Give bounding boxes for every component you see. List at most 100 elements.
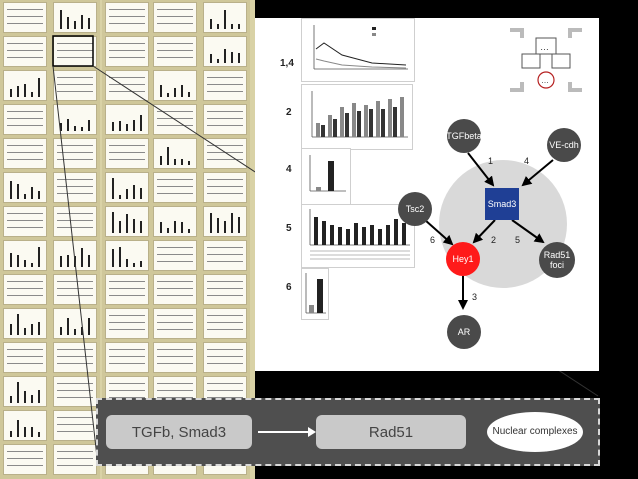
thumbnail-line	[109, 152, 145, 153]
thumbnail-line	[157, 186, 193, 187]
thumbnail-bar	[31, 427, 33, 437]
thumbnail-bar	[38, 432, 40, 437]
thumbnail-line	[207, 186, 243, 187]
thumbnail-line	[109, 43, 145, 44]
thumbnail-line	[207, 315, 243, 316]
thumbnail-line	[57, 50, 93, 51]
thumbnail-bar	[67, 318, 69, 335]
thumbnail-line	[57, 451, 93, 452]
figure-thumbnail	[3, 376, 47, 407]
thumbnail-line	[109, 329, 145, 330]
thumbnail-bar	[224, 221, 226, 233]
row-label-2: 2	[286, 107, 292, 118]
node-hey1: Hey1	[446, 242, 480, 276]
thumbnail-line	[157, 118, 193, 119]
figure-thumbnail	[3, 172, 47, 203]
thumbnail-bar	[140, 261, 142, 267]
figure-thumbnail	[3, 444, 47, 475]
edge-label-1: 1	[488, 156, 494, 166]
mini-small-bar-plot	[309, 155, 346, 192]
thumbnail-bar	[10, 181, 12, 199]
thumbnail-bar	[31, 324, 33, 335]
thumbnail-bar	[67, 255, 69, 267]
figure-thumbnail	[53, 342, 97, 373]
thumbnail-line	[157, 50, 193, 51]
figure-thumbnail	[153, 240, 197, 271]
thumbnail-bar	[238, 24, 240, 29]
node-vecdh: VE-cdh	[547, 128, 581, 162]
thumbnail-bar	[24, 260, 26, 267]
figure-thumbnail	[53, 104, 97, 135]
thumbnail-line	[109, 77, 145, 78]
thumbnail-line	[207, 281, 243, 282]
thumbnail-line	[109, 295, 145, 296]
figure-thumbnail	[3, 274, 47, 305]
thumbnail-line	[207, 254, 243, 255]
thumbnail-line	[57, 186, 93, 187]
thumbnail-line	[57, 43, 93, 44]
thumbnail-bar	[224, 49, 226, 63]
figure-thumbnail	[203, 274, 247, 305]
thumbnail-line	[157, 125, 193, 126]
thumbnail-bar	[88, 18, 90, 29]
thumbnail-bar	[167, 93, 169, 97]
thumbnail-line	[57, 390, 93, 391]
flow-box-rad51: Rad51	[316, 415, 466, 449]
thumbnail-line	[109, 390, 145, 391]
thumbnail-bar	[160, 222, 162, 233]
thumbnail-bar	[67, 119, 69, 131]
thumbnail-bar	[10, 431, 12, 437]
row-label-5: 6	[286, 282, 292, 293]
thumbnail-line	[7, 465, 43, 466]
figure-thumbnail	[105, 70, 149, 101]
edge-tgf-smad3	[467, 152, 495, 187]
thumbnail-line	[7, 23, 43, 24]
thumbnail-bar	[31, 395, 33, 403]
thumbnail-line	[109, 315, 145, 316]
thumbnail-line	[157, 9, 193, 10]
thumbnail-bar	[38, 322, 40, 335]
figure-thumbnail	[53, 206, 97, 237]
thumbnail-line	[109, 16, 145, 17]
thumbnail-bar	[60, 10, 62, 29]
thumbnail-line	[207, 193, 243, 194]
figure-thumbnail	[53, 138, 97, 169]
figure-thumbnail	[105, 138, 149, 169]
thumbnail-bar	[31, 92, 33, 97]
thumbnail-bar	[112, 122, 114, 131]
thumbnail-bar	[10, 396, 12, 403]
edge-label-6: 6	[430, 235, 436, 245]
thumbnail-line	[7, 220, 43, 221]
figure-thumbnail	[203, 342, 247, 373]
thumbnail-line	[7, 288, 43, 289]
thumbnail-line	[109, 356, 145, 357]
thumbnail-bar	[119, 195, 121, 199]
edge-label-4: 4	[524, 156, 530, 166]
thumbnail-line	[7, 458, 43, 459]
figure-thumbnail	[153, 342, 197, 373]
thumbnail-line	[57, 91, 93, 92]
thumbnail-line	[57, 179, 93, 180]
thumbnail-line	[7, 16, 43, 17]
thumbnail-line	[157, 43, 193, 44]
thumbnail-line	[207, 125, 243, 126]
thumbnail-bar	[81, 327, 83, 335]
thumbnail-line	[57, 84, 93, 85]
thumbnail-bar	[181, 222, 183, 233]
thumbnail-bar	[38, 191, 40, 199]
thumbnail-bar	[10, 324, 12, 335]
nuclear-complexes-ellipse: Nuclear complexes	[487, 412, 583, 452]
mini-two-bar-plot	[305, 273, 326, 314]
thumbnail-bar	[217, 24, 219, 29]
thumbnail-line	[7, 363, 43, 364]
thumbnail-line	[57, 152, 93, 153]
edge-smad3-rad51	[511, 219, 545, 244]
thumbnail-bar	[112, 212, 114, 233]
thumbnail-bar	[133, 263, 135, 267]
thumbnail-line	[57, 458, 93, 459]
thumbnail-line	[109, 349, 145, 350]
thumbnail-bar	[126, 214, 128, 233]
thumbnail-line	[57, 145, 93, 146]
thumbnail-bar	[133, 120, 135, 131]
thumbnail-bar	[174, 221, 176, 233]
